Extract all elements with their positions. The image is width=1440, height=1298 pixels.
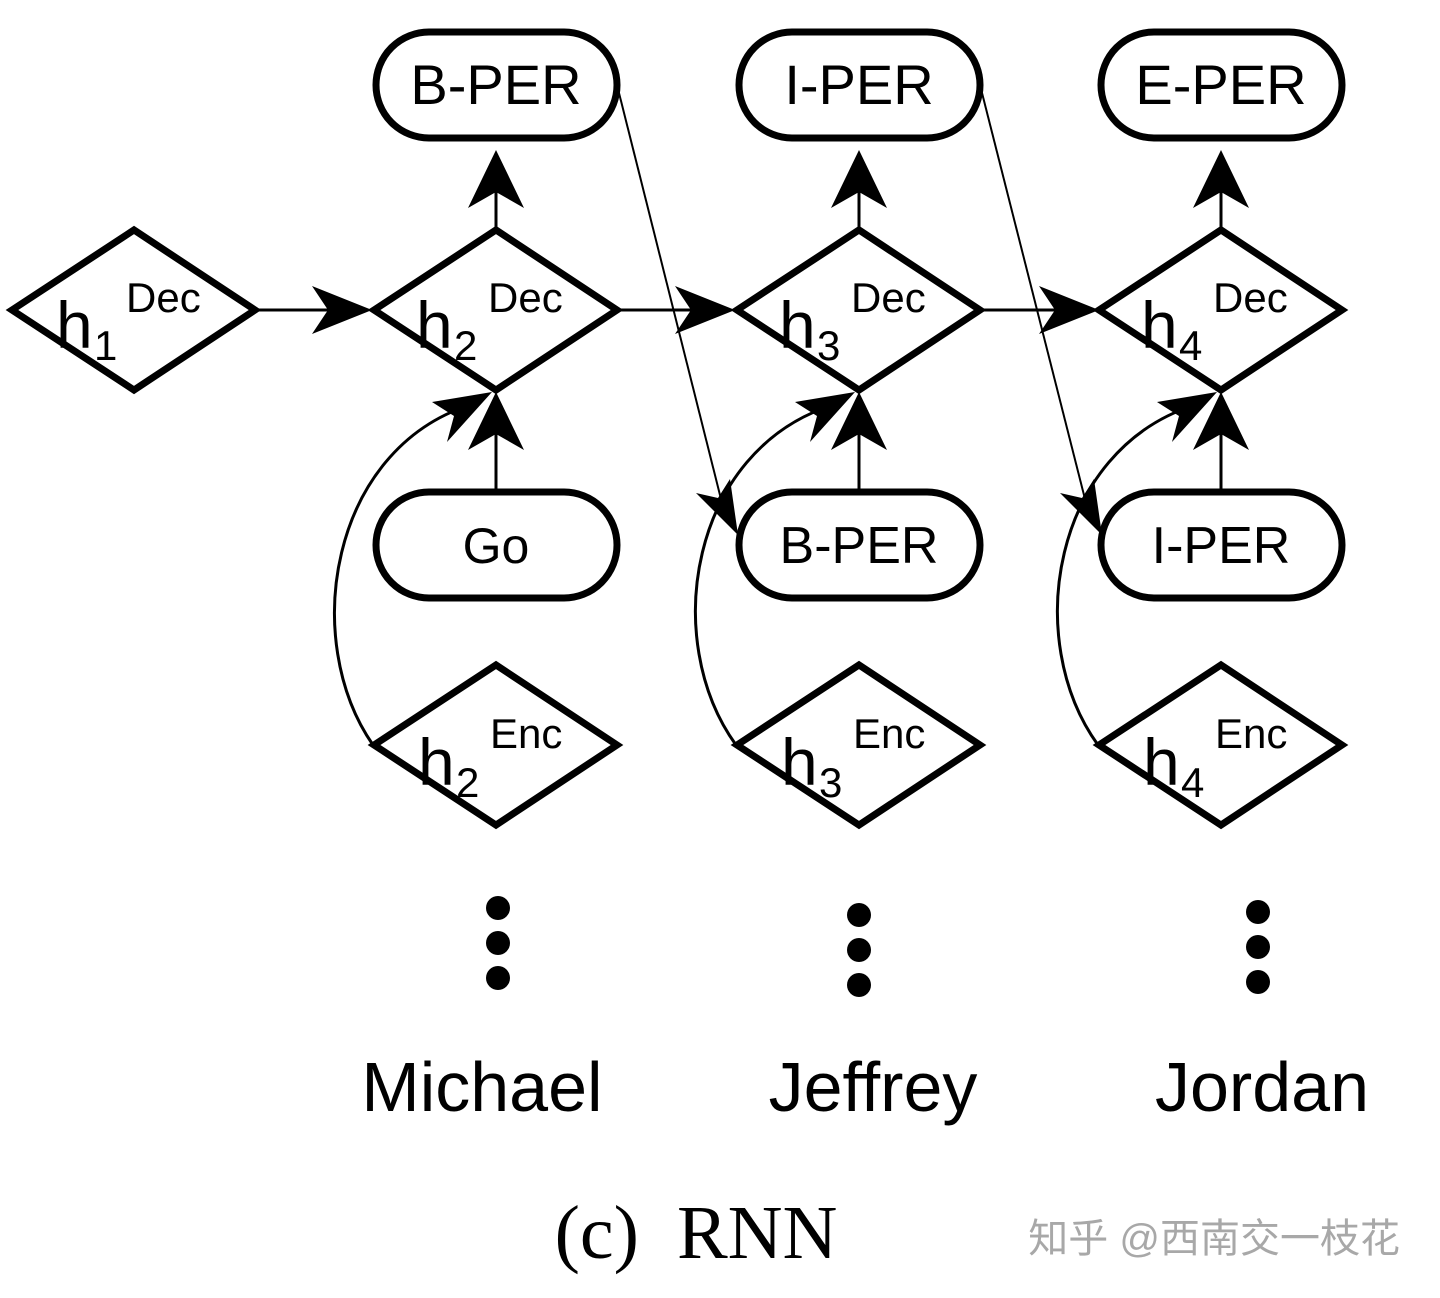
state-subscript: 4 [1179, 322, 1202, 369]
arrowhead-in3 [1193, 392, 1249, 450]
output-tag-label: E-PER [1135, 53, 1306, 116]
arrowhead-in2 [831, 392, 887, 450]
arrowhead-dec3 [675, 286, 735, 334]
state-symbol: h [416, 288, 453, 362]
output-tag-2: I-PER [735, 28, 984, 142]
state-superscript: Dec [851, 274, 926, 321]
state-superscript: Dec [1213, 274, 1288, 321]
state-superscript: Dec [488, 274, 563, 321]
state-subscript: 2 [456, 759, 479, 806]
arrowhead-enc4 [1157, 392, 1217, 442]
arrowhead-dec2 [312, 286, 372, 334]
figure-caption: (c) RNN [555, 1191, 838, 1275]
input-tag-2: B-PER [735, 488, 984, 602]
edge-enc3-dec3 [693, 403, 834, 746]
arrowhead-enc2 [432, 392, 492, 442]
output-tag-label: B-PER [410, 53, 581, 116]
state-subscript: 1 [94, 322, 117, 369]
encoder-state-3: h 3 Enc [730, 660, 987, 830]
watermark: 知乎 @西南交一枝花 [1028, 1217, 1400, 1261]
word-2: Jeffrey [769, 1048, 978, 1126]
arrowhead-enc3 [795, 392, 855, 442]
state-superscript: Enc [490, 710, 562, 757]
state-subscript: 4 [1181, 759, 1204, 806]
ellipsis-1 [486, 896, 510, 990]
edge-out1-in2 [616, 84, 723, 504]
arrowhead-in1 [468, 392, 524, 450]
ellipsis-2 [847, 903, 871, 997]
state-superscript: Enc [1215, 710, 1287, 757]
edge-enc4-dec4 [1055, 403, 1196, 746]
edge-enc2-dec2 [333, 403, 471, 746]
decoder-state-1: h 1 Dec [5, 225, 262, 395]
arrowhead-out1 [468, 150, 524, 208]
output-tag-label: I-PER [784, 53, 933, 116]
decoder-state-4: h 4 Dec [1092, 225, 1349, 395]
state-symbol: h [1141, 288, 1178, 362]
state-subscript: 2 [454, 322, 477, 369]
encoder-state-4: h 4 Enc [1092, 660, 1349, 830]
ellipsis-3 [1246, 900, 1270, 994]
encoder-state-2: h 2 Enc [367, 660, 624, 830]
arrowhead-out3 [1193, 150, 1249, 208]
arrowhead-in3-feedback [1060, 479, 1102, 535]
word-3: Jordan [1155, 1048, 1369, 1126]
state-symbol: h [779, 288, 816, 362]
state-subscript: 3 [819, 759, 842, 806]
decoder-state-2: h 2 Dec [367, 225, 624, 395]
output-tag-1: B-PER [372, 28, 621, 142]
output-tag-3: E-PER [1097, 28, 1346, 142]
input-tag-label: I-PER [1152, 517, 1291, 575]
input-tag-label: B-PER [780, 517, 939, 575]
state-symbol: h [781, 725, 818, 799]
input-tag-3: I-PER [1097, 488, 1346, 602]
word-1: Michael [361, 1048, 602, 1126]
decoder-state-3: h 3 Dec [730, 225, 987, 395]
state-symbol: h [1143, 725, 1180, 799]
state-superscript: Enc [853, 710, 925, 757]
state-symbol: h [418, 725, 455, 799]
arrowhead-in2-feedback [696, 479, 738, 535]
state-superscript: Dec [126, 274, 201, 321]
state-symbol: h [56, 288, 93, 362]
edge-out2-in3 [979, 84, 1087, 504]
arrowhead-dec4 [1039, 286, 1099, 334]
input-tag-label: Go [463, 518, 530, 574]
input-tag-1: Go [372, 488, 621, 602]
arrowhead-out2 [831, 150, 887, 208]
state-subscript: 3 [817, 322, 840, 369]
